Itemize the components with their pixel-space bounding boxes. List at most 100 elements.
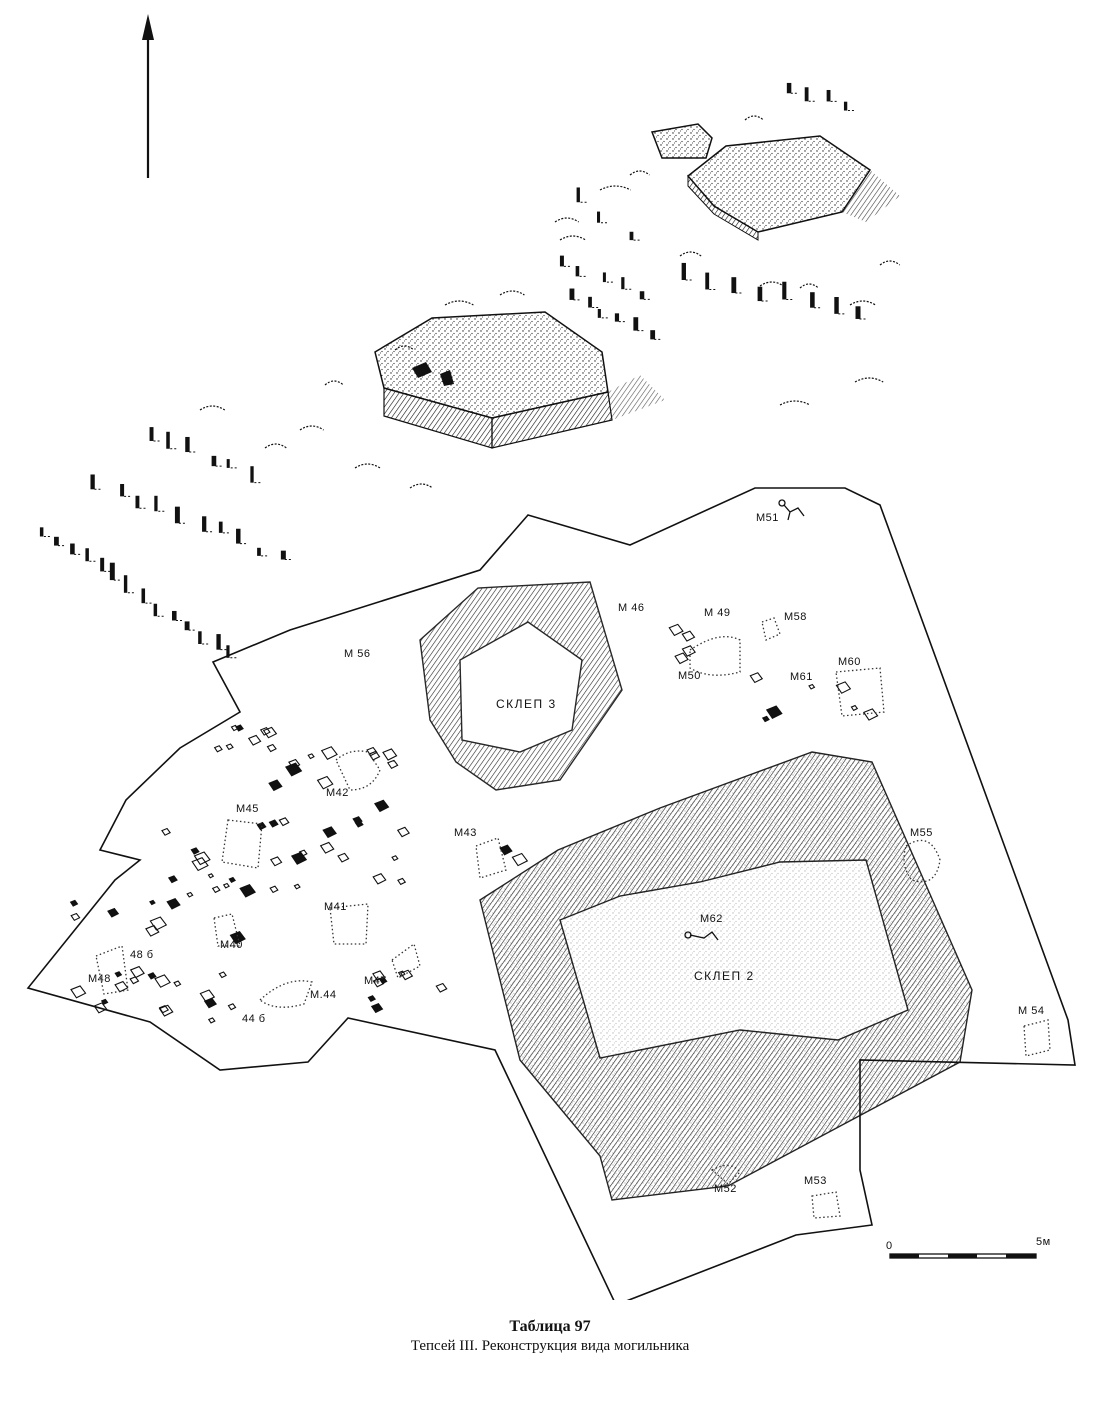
mound-tuft (629, 170, 650, 176)
scattered-stone (268, 819, 279, 828)
mound-tuft (264, 443, 287, 449)
scattered-stone (259, 726, 271, 736)
scattered-stone (173, 980, 182, 988)
scattered-stone (129, 965, 145, 979)
label-m53: M53 (804, 1175, 827, 1187)
stele-mark (216, 634, 221, 650)
stele-mark (705, 272, 710, 290)
scattered-stone (850, 704, 859, 712)
stele-mark (588, 296, 592, 308)
stele-mark (166, 431, 170, 449)
scattered-stone (386, 759, 399, 770)
stele-mark (280, 550, 286, 560)
scattered-stone (93, 1002, 108, 1014)
label-m56: M 56 (344, 648, 370, 660)
label-m51-top: M51 (756, 512, 779, 524)
stele-mark (198, 631, 202, 644)
stele-mark (782, 281, 787, 300)
scattered-stone (147, 972, 157, 980)
scattered-stone (149, 899, 156, 906)
label-m48: M48 (88, 973, 111, 985)
mound-tuft (599, 185, 631, 191)
kurgan-reconstruction-rear (650, 123, 900, 241)
stele-mark (621, 277, 625, 290)
mound-tuft (299, 425, 324, 431)
stele-mark (123, 575, 128, 593)
stele-mark (90, 474, 95, 490)
scattered-stone (207, 1017, 216, 1024)
scattered-stone (269, 885, 279, 894)
stele-mark (70, 543, 75, 555)
label-m58: M58 (784, 611, 807, 623)
scale-start-label: 0 (886, 1240, 893, 1252)
north-arrow-icon (142, 14, 154, 178)
label-m55: M55 (910, 827, 933, 839)
stele-mark (810, 292, 815, 308)
stele-mark (185, 436, 190, 453)
scattered-stone (372, 977, 385, 988)
scattered-stone (218, 971, 227, 979)
scattered-stone (203, 997, 218, 1009)
skeleton-icon (778, 499, 805, 521)
scattered-stone (193, 851, 211, 866)
label-m42: M42 (326, 787, 349, 799)
label-m44b: 44 б (242, 1013, 266, 1025)
stele-mark (85, 548, 89, 562)
scattered-stone (166, 897, 181, 910)
excavation-boundary (26, 487, 1076, 1300)
scattered-stone (397, 877, 407, 886)
kurgan-reconstruction-front (374, 311, 665, 449)
label-m52: M52 (714, 1183, 737, 1195)
stele-mark (597, 309, 601, 318)
stele-mark (226, 645, 230, 658)
stele-mark (576, 187, 580, 203)
stele-mark (826, 89, 831, 102)
scattered-stone (293, 883, 301, 890)
stele-mark (575, 266, 580, 277)
scattered-stone (262, 726, 278, 739)
scattered-stone (161, 827, 171, 836)
scattered-stone (227, 1003, 237, 1011)
label-m43: M43 (454, 827, 477, 839)
mound-tuft (854, 377, 884, 383)
scattered-stone (70, 985, 87, 999)
mound-tuft (679, 251, 702, 257)
scattered-stone (396, 826, 411, 838)
stele-mark (250, 466, 254, 483)
scattered-stone (319, 841, 335, 854)
scattered-stone (668, 623, 684, 637)
stele-mark (54, 536, 59, 546)
scattered-stone (354, 820, 364, 828)
stele-mark (218, 521, 223, 533)
label-m60: M60 (838, 656, 861, 668)
stele-mark (614, 313, 620, 322)
scattered-stone (681, 630, 696, 642)
scattered-stone (808, 683, 816, 690)
mound-tuft (559, 235, 587, 241)
stele-mark (731, 277, 737, 294)
scattered-stone (247, 734, 262, 746)
stele-mark (211, 455, 217, 467)
scattered-stone (288, 758, 301, 769)
small-mounds-field (199, 115, 901, 489)
stele-mark (650, 330, 656, 340)
scale-bar: 0 5м (886, 1236, 1050, 1259)
scattered-stone (765, 705, 783, 720)
mound-tuft (744, 115, 764, 121)
stele-mark (855, 306, 861, 319)
stele-mark (843, 101, 848, 111)
stele-mark (602, 272, 606, 283)
scattered-stone (674, 652, 689, 665)
scattered-stone (69, 899, 79, 907)
scattered-stone (268, 779, 283, 792)
scattered-stone (374, 799, 390, 813)
scattered-stone (167, 875, 178, 884)
figure-caption: Таблица 97 Тепсей III. Реконструкция вид… (0, 1318, 1100, 1355)
stele-mark (834, 297, 839, 314)
stele-mark (757, 286, 763, 302)
scattered-stone (269, 856, 283, 867)
stele-mark (153, 603, 158, 617)
mound-tuft (554, 217, 580, 223)
scattered-stone (435, 982, 448, 993)
grave-pits (95, 617, 1051, 1219)
